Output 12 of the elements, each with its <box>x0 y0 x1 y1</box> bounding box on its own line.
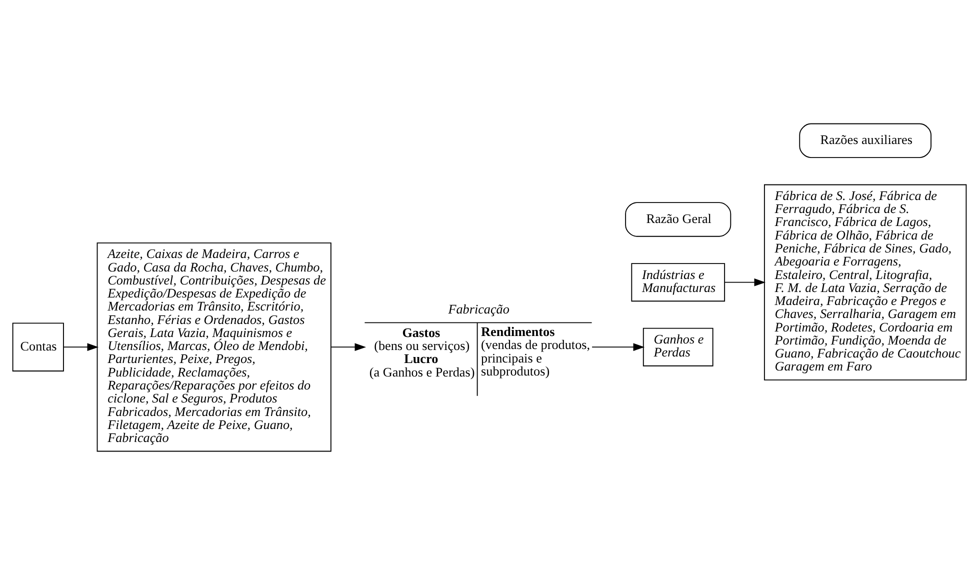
node-box: Ganhos e Perdas <box>642 328 714 366</box>
node-box: Razão Geral <box>625 202 732 237</box>
node-box: Contas <box>12 322 64 372</box>
arrow <box>63 343 99 352</box>
arrow <box>724 278 766 286</box>
node-text: Fabricação Gastos (bens ou serviços) Lucro (a Ganhos e Perdas) Rendimentos (vendas de produtos, principais e subprodutos) <box>369 301 590 380</box>
node-box: Fábrica de S. José, Fábrica de Ferragudo, Fábrica de S. Francisco, Fábrica de Lagos, Fábrica de Olhão, Fábrica de Peniche, Fábrica de Sines, Gado, Abegoaria e Forragens, Estaleiro, Central, Litografia, F. M. de Lata Vazia, Serração de Madeira, Fabricação e Pregos e Chaves, Serralharia, Garagem em Portimão, Rodetes, Cordoaria em Portimão, Fundição, Moenda de Guano, Fabricação de Caoutchouc Garagem em Faro <box>764 184 967 380</box>
node-box: Azeite, Caixas de Madeira, Carros e Gado, Casa da Rocha, Chaves, Chumbo, Combustível, Contribuições, Despesas de Expedição/Despesas de Expedição de Mercadorias em Trânsito, Escritório, Estanho, Férias e Ordenados, Gastos Gerais, Lata Vazia, Maquinismos e Utensílios, Marcas, Óleo de Mendobi, Parturientes, Peixe, Pregos, Publicidade, Reclamações, Reparações/Reparações por efeitos do ciclone, Sal e Seguros, Produtos Fabricados, Mercadorias em Trânsito, Filetagem, Azeite de Peixe, Guano, Fabricação <box>96 242 332 452</box>
arrow <box>592 343 645 352</box>
arrow <box>330 343 366 352</box>
node-box: Indústrias e Manufacturas <box>631 263 726 302</box>
node-box: Razões auxiliares <box>799 123 932 158</box>
